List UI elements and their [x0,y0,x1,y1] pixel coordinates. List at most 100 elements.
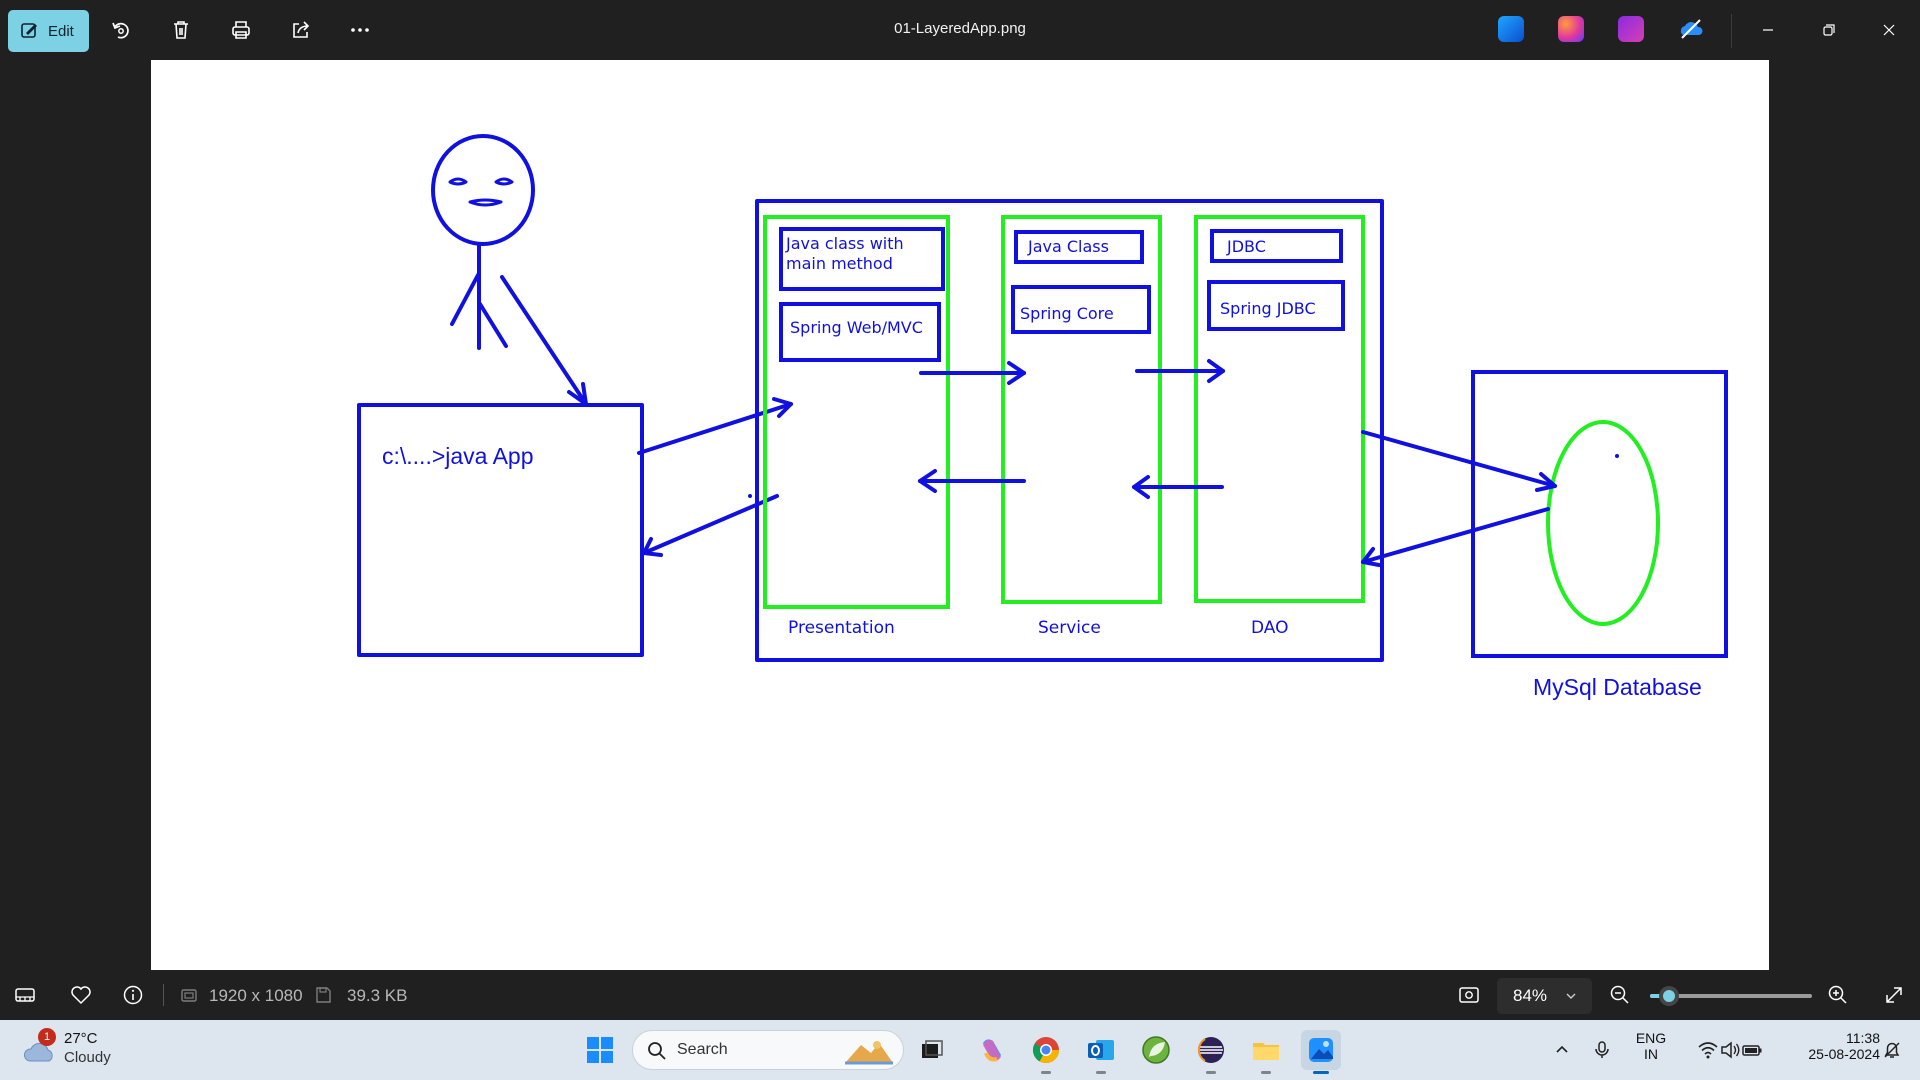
taskbar-photos[interactable] [1301,1030,1341,1074]
taskbar-copilot[interactable] [972,1030,1012,1070]
file-info-button[interactable] [120,982,146,1008]
search-icon [648,1042,666,1060]
console-box [357,403,644,657]
rotate-icon [112,22,129,39]
presentation-box-main-class-label-line2: main method [786,254,893,273]
actual-size-button[interactable] [1456,982,1482,1008]
weather-temperature: 27°C [64,1030,98,1047]
heart-icon [71,986,91,1005]
share-button[interactable] [282,12,320,48]
dao-layer [1194,215,1365,603]
restore-icon [1823,24,1835,36]
chrome-icon [1032,1037,1060,1064]
weather-widget[interactable]: 1 27°C Cloudy [18,1028,138,1072]
arrow-user-to-console [500,275,588,406]
zoom-out-button[interactable] [1607,982,1633,1008]
restore-button[interactable] [1806,14,1852,46]
info-icon [123,985,143,1005]
dimensions-icon [176,982,202,1008]
toolbar-separator [1731,14,1732,48]
taskbar-file-explorer[interactable] [1246,1030,1286,1074]
filmstrip-button[interactable] [12,982,38,1008]
input-language[interactable]: ENG IN [1628,1030,1674,1062]
more-icon [351,28,369,32]
taskbar-search-box[interactable]: Search [632,1030,904,1070]
clipchamp-icon[interactable] [1618,16,1644,42]
clock[interactable]: 11:38 25-08-2024 [1780,1030,1880,1062]
outlook-icon [1088,1040,1114,1060]
status-bar: 1920 x 1080 39.3 KB 84% [0,970,1920,1020]
zoom-level-dropdown[interactable]: 84% [1497,978,1592,1014]
language-region: IN [1644,1046,1658,1062]
notifications-button[interactable] [1872,1030,1912,1070]
taskbar-outlook[interactable] [1081,1030,1121,1074]
taskbar-task-view[interactable] [912,1030,952,1070]
print-button[interactable] [222,12,260,48]
status-separator [163,984,164,1006]
search-highlight-image [845,1041,893,1065]
image-dimensions: 1920 x 1080 [209,986,303,1005]
image-canvas: c:\....>java App Java class with main me… [151,60,1769,970]
zoom-out-icon [1610,985,1629,1004]
print-icon [232,21,250,39]
arrow-dao-to-database [1361,430,1557,488]
dao-box-jdbc-label: JDBC [1227,237,1266,256]
file-size-icon [310,982,336,1008]
delete-button[interactable] [162,12,200,48]
clock-date: 25-08-2024 [1808,1046,1880,1062]
cloud-icon [24,1042,53,1062]
arrow-presentation-to-console [642,494,779,555]
running-indicator [1041,1071,1051,1074]
arrow-database-to-dao [1361,507,1550,564]
start-button[interactable] [580,1030,620,1070]
fullscreen-button[interactable] [1881,982,1907,1008]
service-box-java-class-label: Java Class [1028,237,1109,256]
service-caption: Service [1038,618,1101,638]
close-button[interactable] [1866,14,1912,46]
minimize-button[interactable] [1745,14,1791,46]
folder-icon [1253,1043,1279,1060]
onedrive-icon[interactable] [1678,16,1704,42]
stick-figure-arm [450,273,480,326]
zoom-slider[interactable] [1650,986,1812,1006]
zoom-in-icon [1828,985,1847,1004]
app-toolbar: Edit 01-LayeredApp.png [0,0,1920,60]
database-ellipse [1546,420,1660,626]
dao-box-spring-jdbc-label: Spring JDBC [1220,299,1316,318]
windows-taskbar: 1 27°C Cloudy Search [0,1020,1920,1080]
taskbar-chrome[interactable] [1026,1030,1066,1074]
active-app-indicator [1313,1071,1329,1074]
copilot-icon [983,1039,1001,1062]
filmstrip-icon [15,988,35,1002]
zoom-level-value: 84% [1513,986,1548,1005]
presentation-box-spring-mvc-label: Spring Web/MVC [790,318,923,337]
taskbar-eclipse[interactable] [1191,1030,1231,1074]
edit-image-icon [21,23,37,38]
photos-app-icon[interactable] [1498,16,1524,42]
favorite-button[interactable] [68,982,94,1008]
presentation-layer [763,215,950,609]
database-box [1471,370,1728,658]
spring-tools-icon [1142,1036,1170,1064]
service-box-spring-core-label: Spring Core [1020,304,1114,323]
console-command-text: c:\....>java App [382,443,534,469]
more-options-button[interactable] [341,12,379,48]
microphone-icon [1595,1041,1609,1058]
show-hidden-icons-button[interactable] [1542,1030,1582,1070]
quick-settings-button[interactable] [1680,1030,1780,1070]
service-box-spring-core [1011,285,1151,334]
presentation-box-spring-mvc [779,302,941,362]
minimize-icon [1763,29,1773,31]
edit-button-label: Edit [48,22,74,40]
edit-button[interactable]: Edit [8,10,89,52]
microphone-button[interactable] [1582,1030,1622,1070]
rotate-button[interactable] [102,12,140,48]
photos-icon [1309,1038,1333,1062]
copilot-icon[interactable] [1558,16,1584,42]
zoom-slider-thumb[interactable] [1659,986,1679,1006]
presentation-box-main-class [779,227,945,291]
taskbar-spring-tools[interactable] [1136,1030,1176,1070]
running-indicator [1261,1071,1271,1074]
windows-logo-icon [587,1037,613,1063]
zoom-in-button[interactable] [1825,982,1851,1008]
